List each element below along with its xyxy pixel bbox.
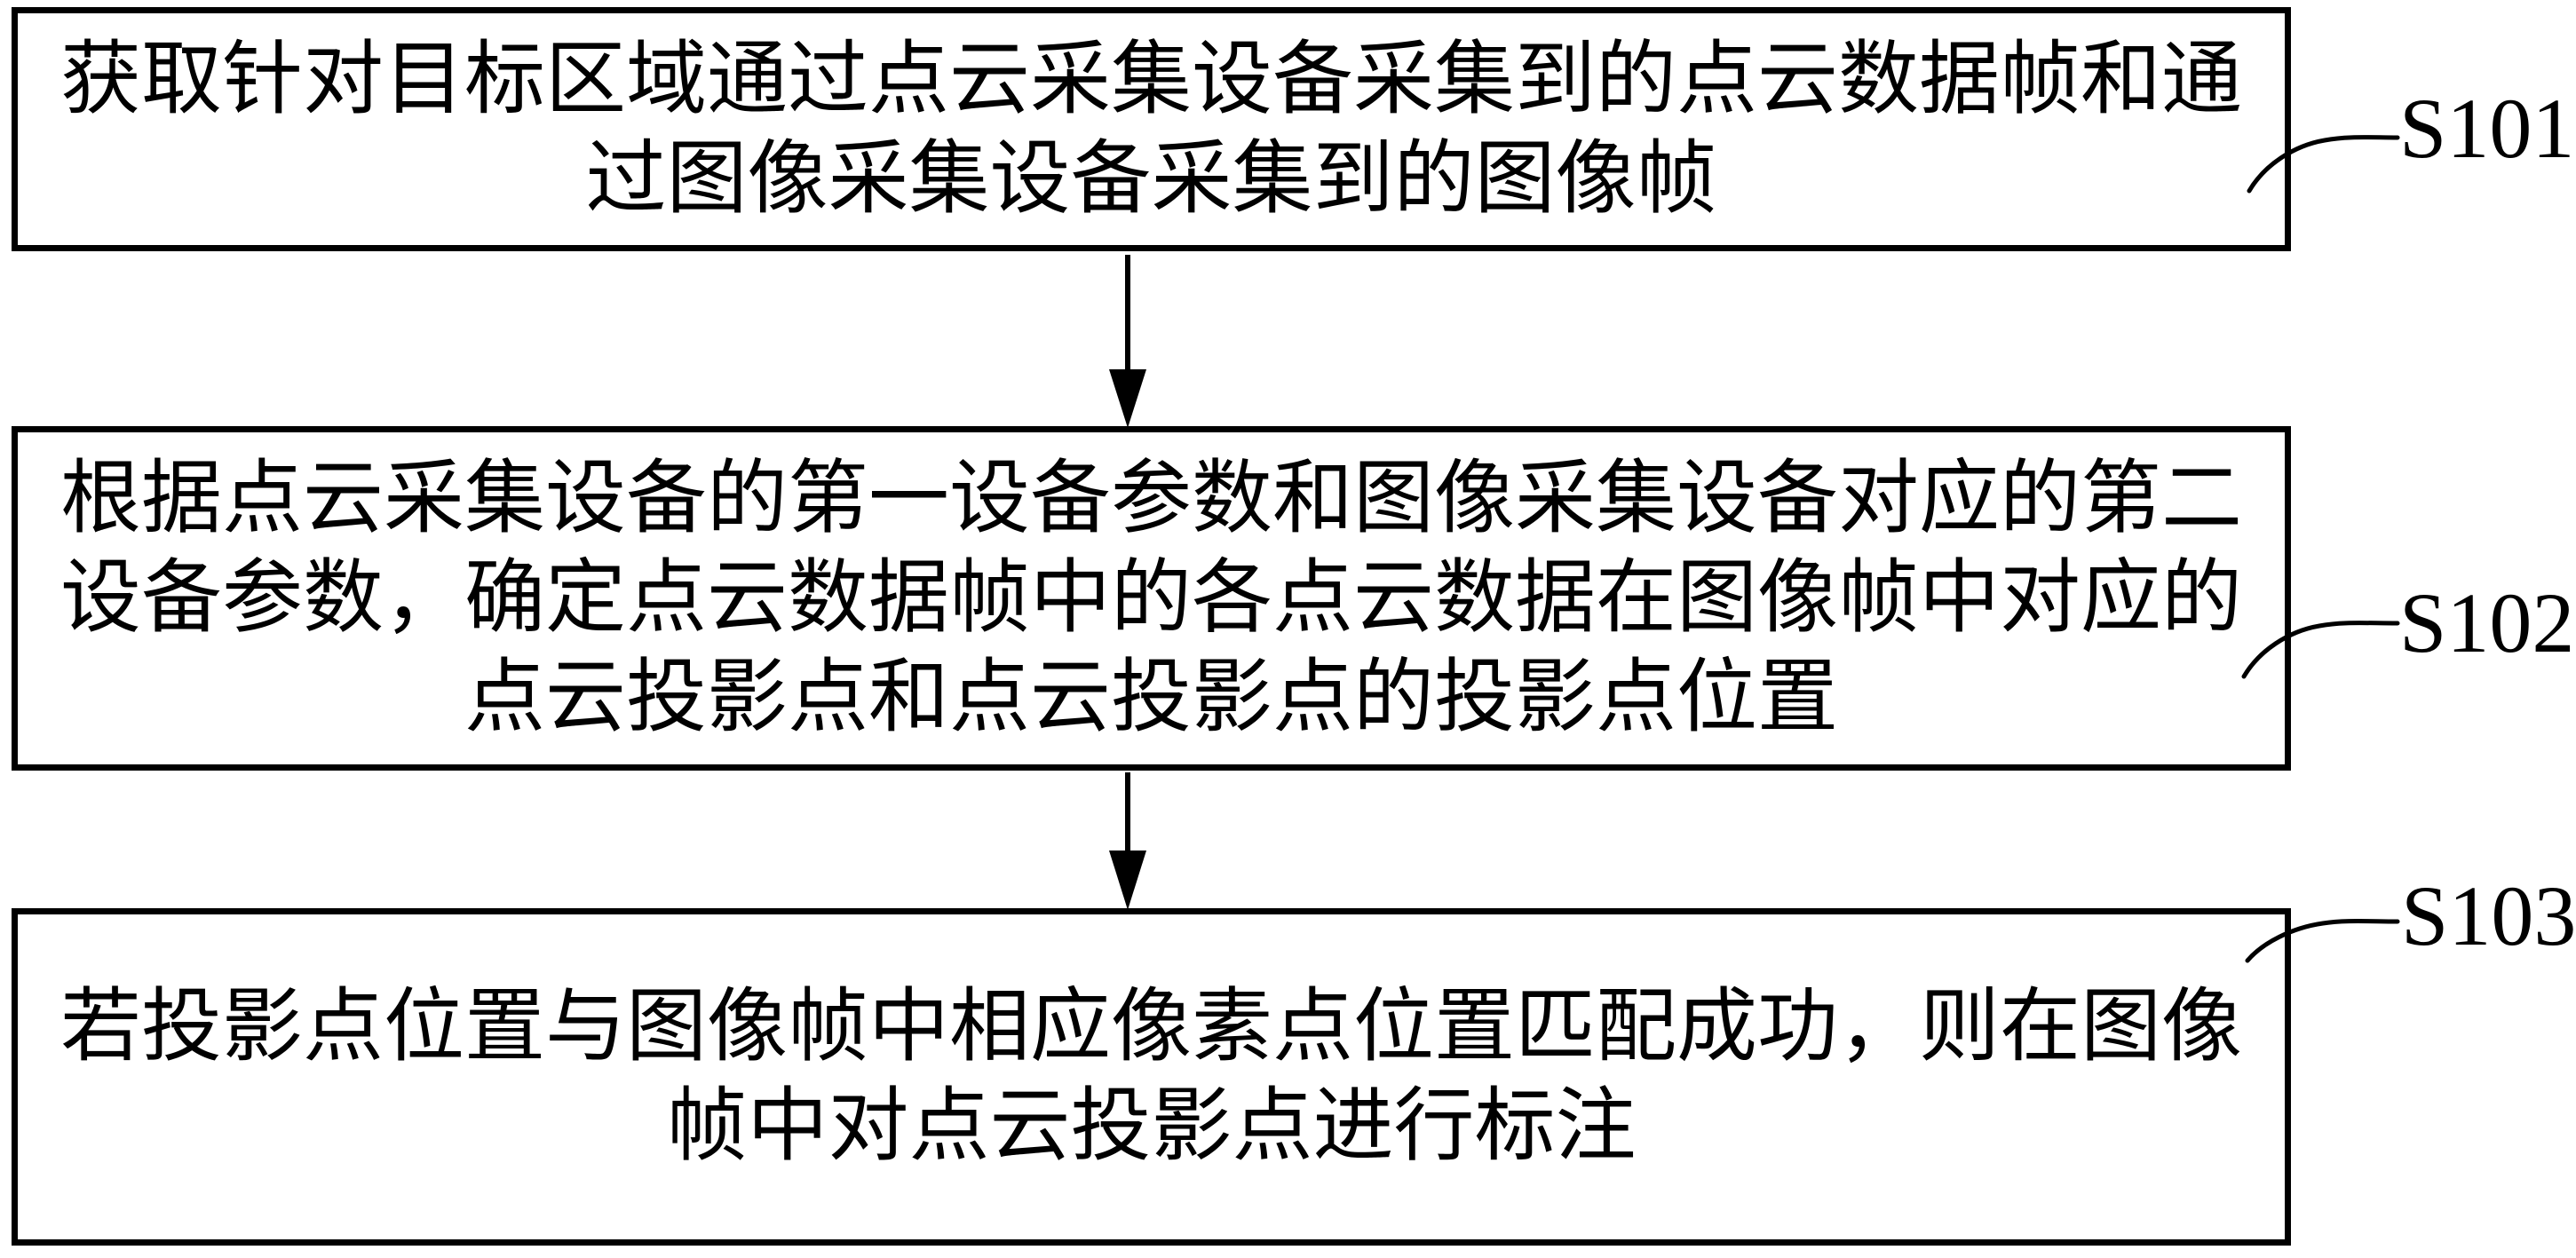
flow-step-box-s101: 获取针对目标区域通过点云采集设备采集到的点云数据帧和通 过图像采集设备采集到的图… bbox=[12, 7, 2291, 251]
step-text-line: 帧中对点云投影点进行标注 bbox=[666, 1081, 1637, 1171]
step-text-line: 根据点云采集设备的第一设备参数和图像采集设备对应的第二 bbox=[59, 454, 2242, 543]
leader-line-s102 bbox=[2241, 621, 2400, 679]
step-text-line: 获取针对目标区域通过点云采集设备采集到的点云数据帧和通 bbox=[59, 34, 2242, 124]
flow-step-box-s102: 根据点云采集设备的第一设备参数和图像采集设备对应的第二 设备参数，确定点云数据帧… bbox=[12, 426, 2291, 771]
flow-step-box-s103: 若投影点位置与图像帧中相应像素点位置匹配成功，则在图像 帧中对点云投影点进行标注 bbox=[12, 908, 2291, 1246]
arrow-down-icon bbox=[1109, 772, 1146, 910]
step-label-s103: S103 bbox=[2401, 868, 2576, 963]
leader-line-s103 bbox=[2245, 919, 2400, 963]
step-label-s102: S102 bbox=[2399, 575, 2575, 670]
step-text-line: 设备参数，确定点云数据帧中的各点云数据在图像帧中对应的 bbox=[59, 553, 2242, 643]
step-text-line: 过图像采集设备采集到的图像帧 bbox=[585, 133, 1717, 224]
leader-line-s101 bbox=[2247, 135, 2400, 194]
step-text-line: 若投影点位置与图像帧中相应像素点位置匹配成功，则在图像 bbox=[59, 982, 2242, 1072]
step-text-line: 点云投影点和点云投影点的投影点位置 bbox=[464, 653, 1838, 742]
step-label-s101: S101 bbox=[2399, 81, 2575, 176]
arrow-down-icon bbox=[1109, 255, 1146, 428]
